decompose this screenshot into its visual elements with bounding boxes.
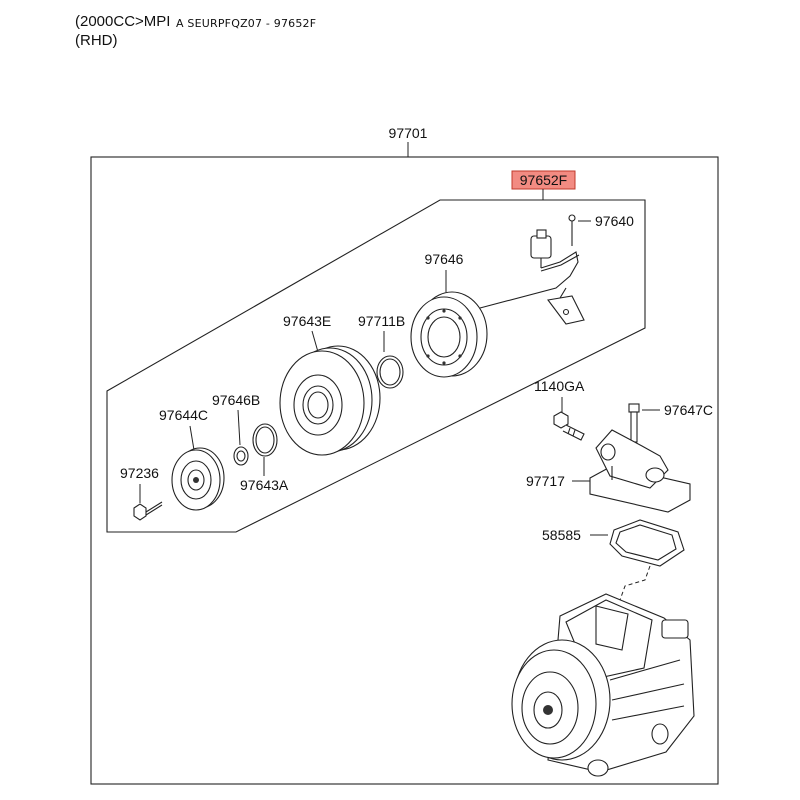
label-97646B[interactable]: 97646B xyxy=(212,392,260,408)
screw-97640 xyxy=(568,214,576,246)
compressor-body xyxy=(511,593,695,777)
hub-97644C xyxy=(171,447,225,511)
pulley-97643E xyxy=(279,345,381,456)
label-97701[interactable]: 97701 xyxy=(389,125,428,141)
header-drive-line: (RHD) xyxy=(75,32,118,49)
label-97236[interactable]: 97236 xyxy=(120,465,159,481)
snap-ring-97643A xyxy=(252,423,278,457)
field-coil-97646 xyxy=(410,291,488,378)
fitting-97717 xyxy=(589,429,691,513)
assembly-frame xyxy=(90,156,719,785)
label-97717[interactable]: 97717 xyxy=(526,473,565,489)
header-model-line: (2000CC>MPI xyxy=(75,13,171,30)
shim-97646B xyxy=(233,446,249,466)
label-97647C[interactable]: 97647C xyxy=(664,402,713,418)
clutch-subassembly-frame xyxy=(106,199,646,533)
label-97644C[interactable]: 97644C xyxy=(159,407,208,423)
alignment-dashed-line xyxy=(619,565,651,601)
label-97643A[interactable]: 97643A xyxy=(240,477,289,493)
label-97646[interactable]: 97646 xyxy=(425,251,464,267)
label-97640[interactable]: 97640 xyxy=(595,213,634,229)
bolt-97647C xyxy=(628,403,640,443)
bolt-1140GA xyxy=(553,411,585,441)
bolt-97236 xyxy=(133,501,163,521)
label-1140GA[interactable]: 1140GA xyxy=(534,378,585,394)
label-97652F[interactable]: 97652F xyxy=(520,172,567,188)
snap-ring-97711B xyxy=(376,355,404,389)
label-97711B[interactable]: 97711B xyxy=(358,313,405,329)
label-58585[interactable]: 58585 xyxy=(542,527,581,543)
header-part-code: A SEURPFQZ07 - 97652F xyxy=(176,17,317,30)
wire-connector xyxy=(479,229,580,309)
wire-bracket xyxy=(547,287,585,325)
gasket-58585 xyxy=(609,519,685,567)
label-97643E[interactable]: 97643E xyxy=(283,313,331,329)
